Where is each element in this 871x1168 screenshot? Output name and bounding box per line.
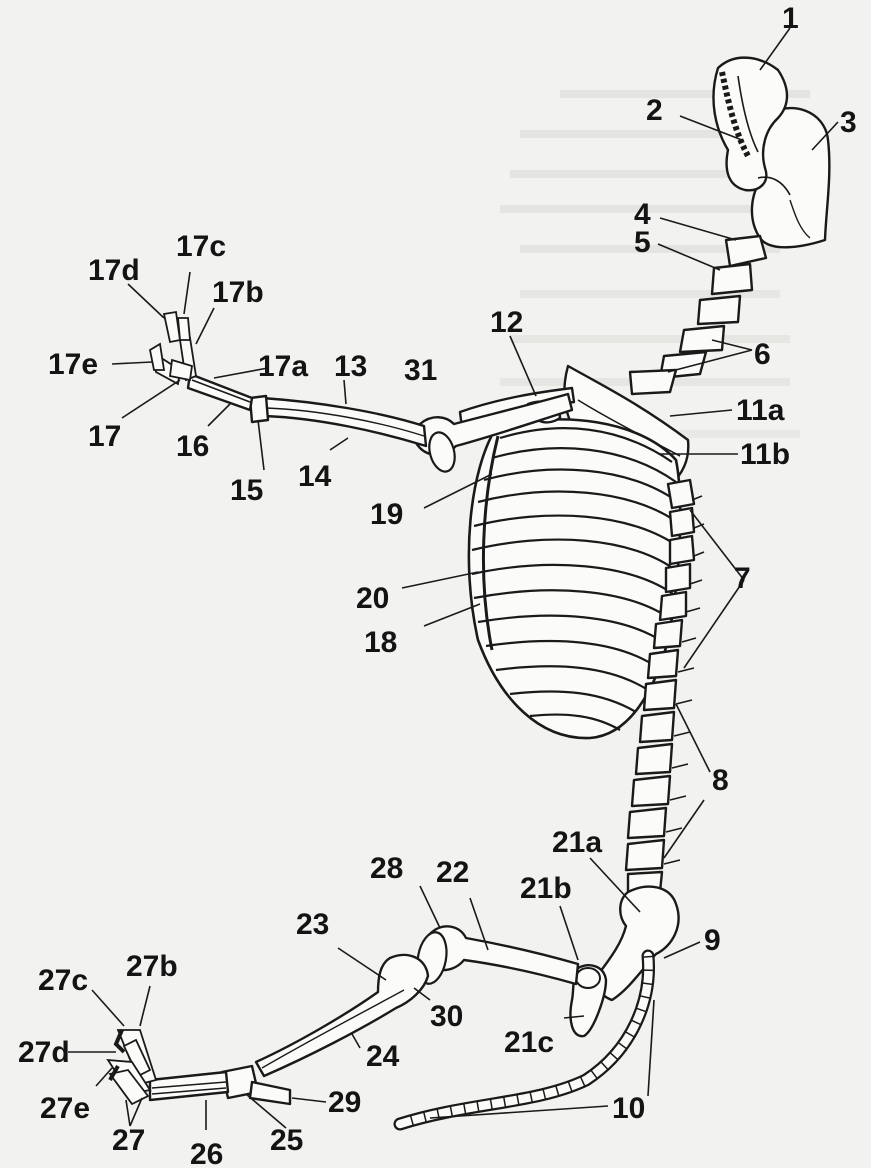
label-18: 18 (364, 626, 397, 659)
label-26: 26 (190, 1138, 223, 1168)
label-21a: 21a (552, 826, 602, 859)
label-20: 20 (356, 582, 389, 615)
label-14: 14 (298, 460, 332, 493)
label-30: 30 (430, 1000, 463, 1033)
label-11b: 11b (740, 438, 790, 471)
label-27: 27 (112, 1124, 145, 1157)
label-3: 3 (840, 106, 857, 139)
label-21b: 21b (520, 872, 572, 905)
label-24: 24 (366, 1040, 400, 1073)
label-27e: 27e (40, 1092, 90, 1125)
label-13: 13 (334, 350, 367, 383)
label-17b: 17b (212, 276, 264, 309)
label-22: 22 (436, 856, 469, 889)
label-29: 29 (328, 1086, 361, 1119)
label-17: 17 (88, 420, 121, 453)
label-25: 25 (270, 1124, 303, 1157)
label-16: 16 (176, 430, 209, 463)
label-27b: 27b (126, 950, 178, 983)
label-7: 7 (734, 562, 751, 595)
label-17c: 17c (176, 230, 226, 263)
label-8: 8 (712, 764, 729, 797)
label-27d: 27d (18, 1036, 70, 1069)
label-19: 19 (370, 498, 403, 531)
label-2: 2 (646, 94, 663, 127)
label-31: 31 (404, 354, 437, 387)
label-6: 6 (754, 338, 771, 371)
label-17e: 17e (48, 348, 98, 381)
label-12: 12 (490, 306, 523, 339)
label-5: 5 (634, 226, 651, 259)
label-23: 23 (296, 908, 329, 941)
label-17a: 17a (258, 350, 308, 383)
label-28: 28 (370, 852, 403, 885)
label-15: 15 (230, 474, 263, 507)
label-10: 10 (612, 1092, 645, 1125)
label-1: 1 (782, 2, 799, 35)
label-27c: 27c (38, 964, 88, 997)
label-11a: 11a (736, 394, 785, 427)
label-17d: 17d (88, 254, 140, 287)
label-21c: 21c (504, 1026, 554, 1059)
label-9: 9 (704, 924, 721, 957)
